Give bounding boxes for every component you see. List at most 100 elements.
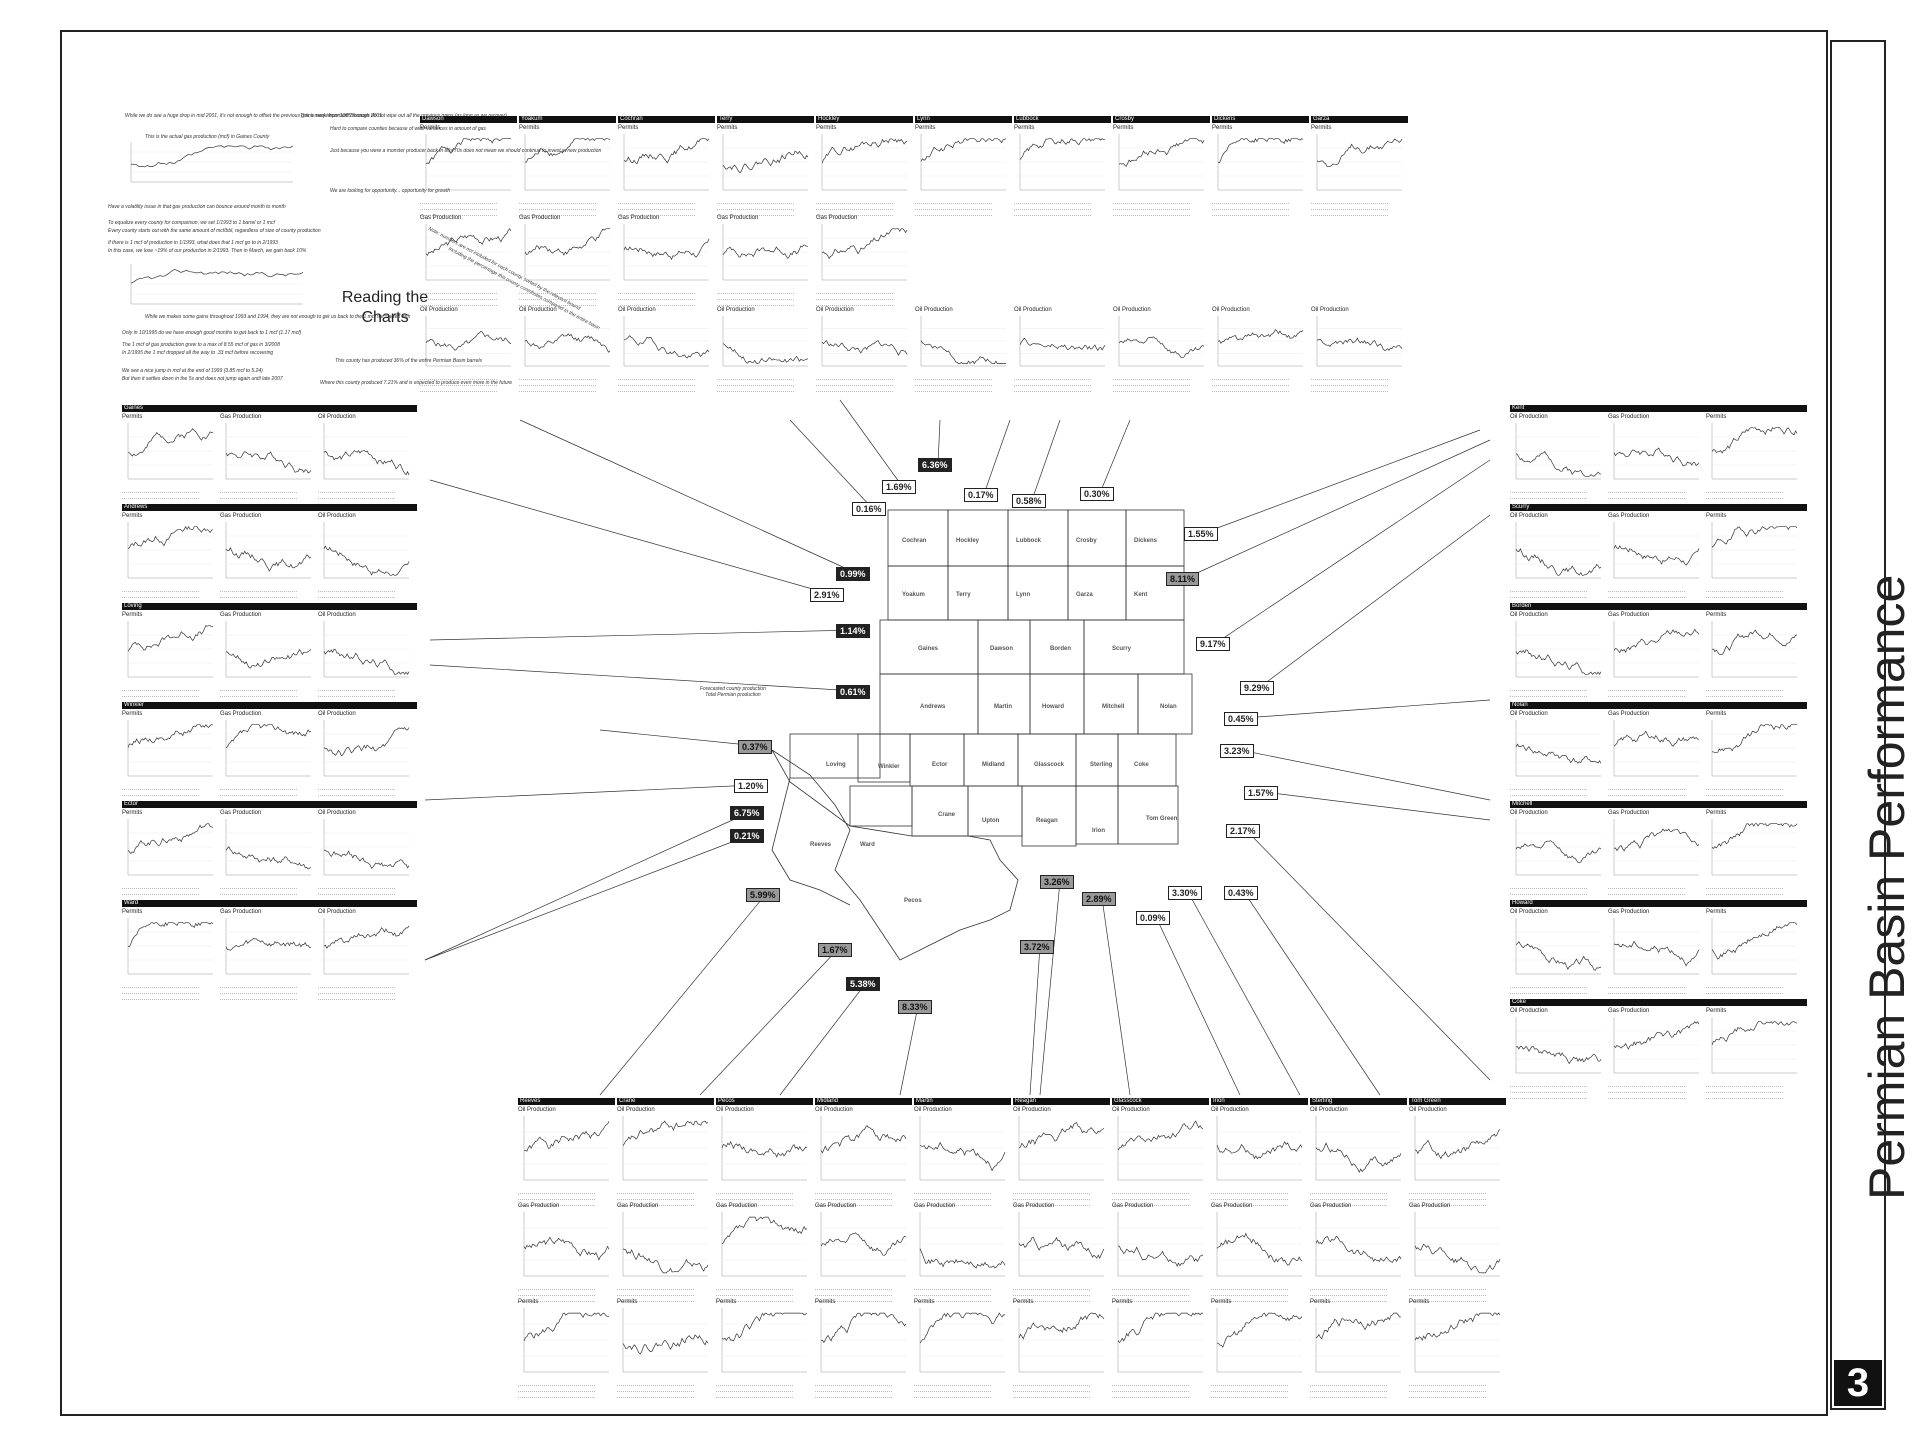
stat-line	[1310, 1392, 1387, 1398]
stat-line	[618, 380, 695, 386]
stat-line	[816, 386, 893, 392]
stat-line	[1510, 1093, 1587, 1099]
connector-line	[1029, 945, 1041, 1096]
chart-line	[130, 268, 304, 284]
stat-line	[618, 386, 695, 392]
chart-axis	[130, 142, 293, 183]
chart-axis	[920, 134, 1006, 191]
annotation-note: Only in 10/1995 do we have enough good m…	[122, 330, 302, 336]
chart-axis	[920, 316, 1006, 367]
annotation-note: We see a nice jump in mcf at the end of …	[122, 368, 263, 374]
stat-line	[1510, 988, 1587, 994]
mini-line-chart	[127, 423, 214, 480]
chart-line	[1613, 628, 1700, 654]
stat-line	[220, 487, 297, 493]
chart-axis	[821, 316, 907, 367]
stat-line	[1409, 1386, 1486, 1392]
stat-line	[914, 1386, 991, 1392]
chart-label: Gas Production	[420, 215, 462, 221]
chart-cell: Oil Production	[519, 306, 616, 392]
chart-line	[821, 228, 908, 260]
chart-cell: Permits	[1706, 512, 1803, 604]
county-name: Howard	[1042, 704, 1065, 710]
county-header: Midland	[815, 1098, 912, 1105]
stat-line	[1608, 691, 1685, 697]
percentage-label: 0.45%	[1224, 712, 1258, 726]
chart-label: Permits	[815, 1299, 836, 1305]
mini-line-chart	[127, 918, 214, 975]
chart-label: Gas Production	[1013, 1203, 1055, 1209]
chart-axis	[1515, 423, 1601, 480]
stat-line	[1311, 380, 1388, 386]
stat-line	[220, 493, 297, 499]
chart-cell: Permits	[1706, 908, 1803, 1000]
stat-line	[1310, 1194, 1387, 1200]
stat-line	[816, 204, 893, 210]
percentage-label: 3.23%	[1220, 744, 1254, 758]
chart-line	[323, 450, 410, 476]
county-header: Terry	[717, 116, 814, 123]
chart-label: Gas Production	[1211, 1203, 1253, 1209]
percentage-label: 8.33%	[898, 1000, 932, 1014]
chart-label: Permits	[122, 414, 143, 420]
chart-line	[722, 343, 809, 364]
chart-label: Oil Production	[815, 1107, 853, 1113]
chart-label: Permits	[1409, 1299, 1430, 1305]
stat-line	[1014, 204, 1091, 210]
stat-line	[318, 790, 395, 796]
mini-line-chart	[920, 134, 1007, 191]
chart-axis	[721, 1212, 807, 1277]
percentage-label: 0.30%	[1080, 487, 1114, 501]
stat-line	[716, 1188, 793, 1194]
chart-line	[1613, 544, 1700, 566]
mini-line-chart	[1613, 720, 1700, 777]
connector-line	[1263, 791, 1491, 821]
chart-line	[721, 1140, 808, 1158]
chart-cell: Oil Production	[1510, 512, 1607, 604]
county-name: Ward	[860, 842, 875, 848]
chart-axis	[1515, 1017, 1601, 1074]
annotation-note: While we makes some gains throughout 199…	[145, 314, 411, 320]
mini-line-chart	[323, 720, 410, 777]
connector-line	[1031, 419, 1061, 501]
chart-line	[127, 525, 214, 550]
chart-axis	[1018, 1308, 1104, 1373]
chart-axis	[919, 1212, 1005, 1277]
chart-line	[1613, 940, 1700, 967]
chart-axis	[1316, 134, 1402, 191]
mini-line-chart	[1216, 1308, 1303, 1373]
chart-cell: Permits	[1706, 611, 1803, 703]
county-name: Dickens	[1134, 538, 1158, 544]
chart-cell: Oil Production	[318, 512, 415, 604]
stat-line	[617, 1392, 694, 1398]
chart-cell: Oil Production	[1510, 611, 1607, 703]
chart-label: Permits	[1706, 810, 1727, 816]
county-header: Reeves	[518, 1098, 615, 1105]
county-header: Reagan	[1013, 1098, 1110, 1105]
county-header: Hockley	[816, 116, 913, 123]
county-header: Winkler	[122, 702, 417, 709]
stat-line	[1608, 487, 1685, 493]
stat-line	[1510, 889, 1587, 895]
stat-line	[914, 1290, 991, 1296]
chart-line	[1711, 427, 1798, 454]
chart-axis	[524, 316, 610, 367]
stat-line	[1112, 1200, 1189, 1206]
chart-axis	[722, 224, 808, 281]
stat-line	[1112, 1380, 1189, 1386]
mini-line-chart	[722, 134, 809, 191]
mini-line-chart	[622, 1212, 709, 1277]
percentage-label: 0.17%	[964, 488, 998, 502]
chart-label: Oil Production	[420, 307, 458, 313]
connector-line	[899, 1005, 919, 1096]
annotation-note: This county has produced 36% of the enti…	[335, 358, 483, 364]
county-name: Upton	[982, 818, 1000, 824]
chart-axis	[623, 224, 709, 281]
stat-line	[122, 487, 199, 493]
chart-line	[1217, 329, 1304, 344]
mini-line-chart	[623, 134, 710, 191]
chart-axis	[1216, 1212, 1302, 1277]
